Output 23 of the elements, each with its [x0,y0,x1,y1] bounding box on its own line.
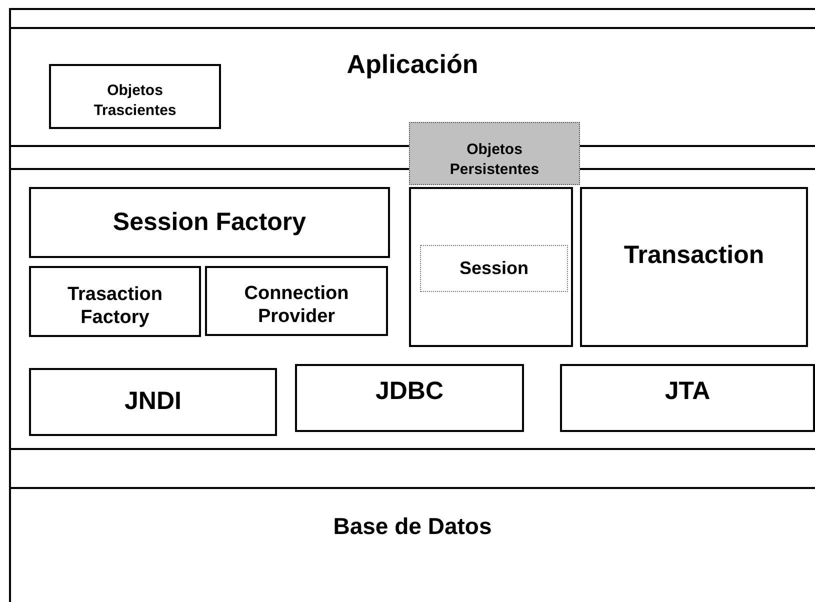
component-box [29,266,201,337]
component-box [29,187,390,258]
component-box [580,187,808,347]
box-label: Transaction [624,240,764,271]
box-label: Objetos Trascientes [92,80,178,120]
box-label: JDBC [375,376,444,408]
box-label: Session Factory [112,206,306,238]
component-box [205,266,388,336]
box-label: Trasaction Factory [66,282,164,328]
box-label: Aplicación [346,48,478,81]
object-box [409,122,580,185]
box-label: Base de Datos [333,512,492,541]
box-label: JTA [664,376,710,408]
session-container [409,187,573,347]
api-box [295,364,524,432]
box-label: Connection Provider [243,282,350,328]
object-box [49,64,221,129]
api-box [29,368,277,436]
box-label: Session [459,257,529,280]
api-box [560,364,815,432]
box-label: JNDI [124,386,182,418]
box-label: Objetos Persistentes [448,140,540,180]
component-box [420,245,568,292]
